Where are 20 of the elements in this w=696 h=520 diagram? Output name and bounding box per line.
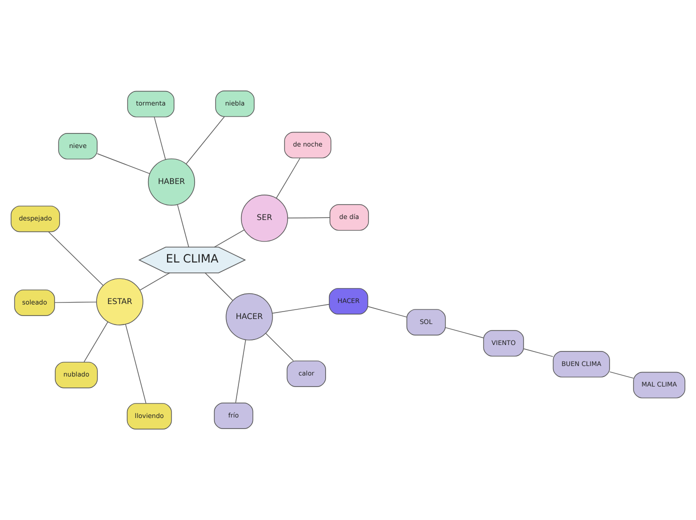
connector bbox=[204, 272, 234, 301]
connector bbox=[48, 232, 104, 286]
connector bbox=[154, 116, 166, 160]
connector bbox=[177, 204, 190, 248]
connector bbox=[368, 306, 408, 318]
connector bbox=[54, 302, 97, 303]
connector bbox=[288, 217, 330, 218]
connector bbox=[186, 116, 225, 164]
connector bbox=[140, 272, 170, 291]
connector bbox=[96, 153, 150, 174]
connector bbox=[523, 348, 554, 357]
connector bbox=[125, 324, 146, 404]
connector bbox=[235, 339, 246, 404]
connector bbox=[276, 158, 300, 199]
connector bbox=[84, 321, 108, 362]
connector bbox=[265, 332, 294, 362]
connector bbox=[609, 371, 634, 379]
connector bbox=[445, 327, 484, 338]
connector bbox=[214, 229, 245, 248]
connector bbox=[272, 304, 330, 314]
